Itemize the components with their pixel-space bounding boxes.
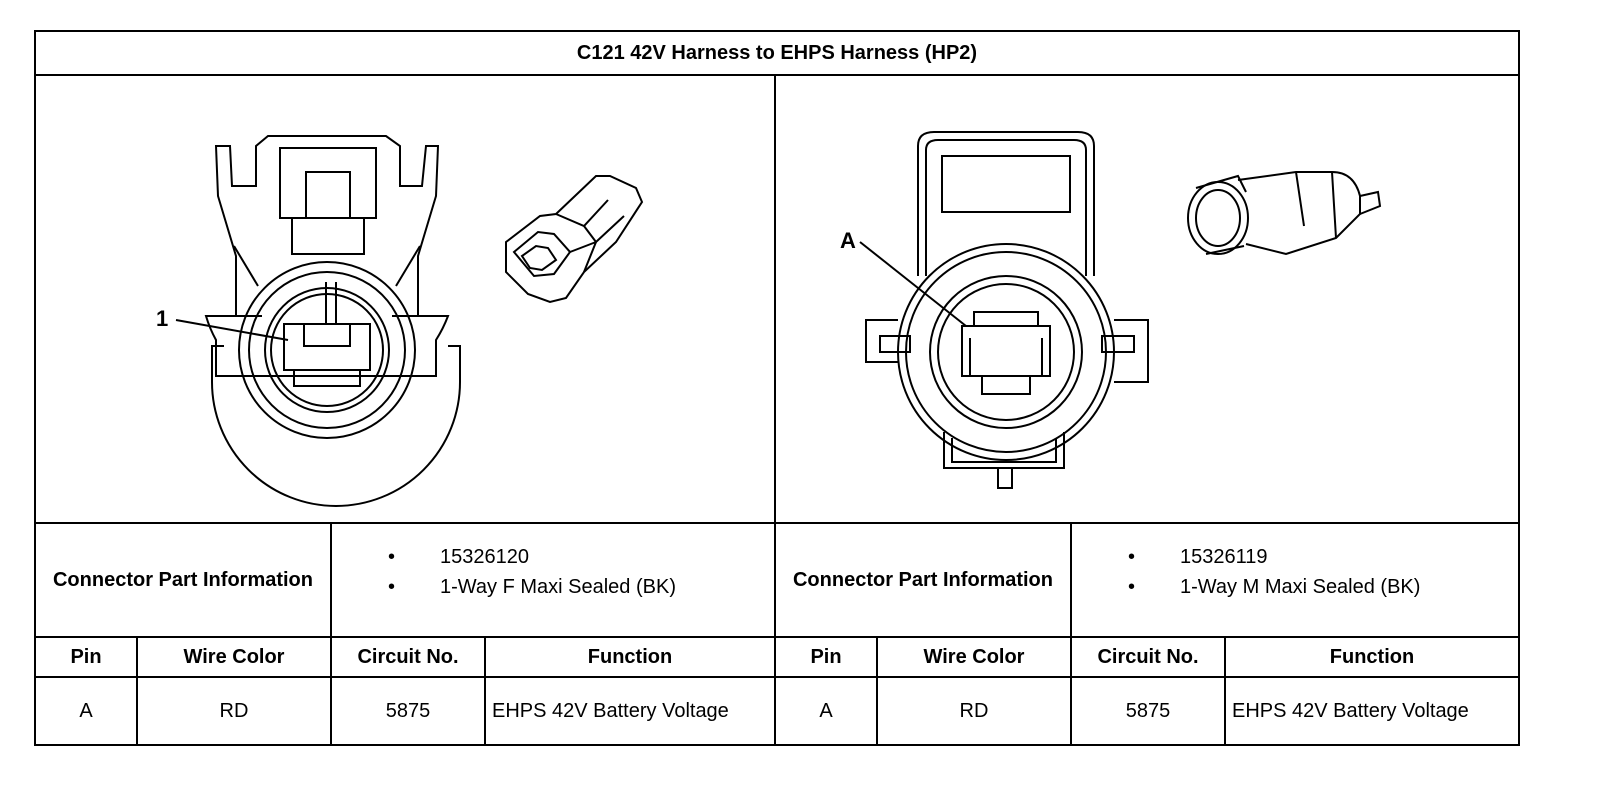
male-callout-line bbox=[859, 241, 967, 327]
male-iso-view bbox=[1187, 171, 1382, 256]
right-connector-pane: A bbox=[776, 76, 1518, 522]
right-pin: A bbox=[776, 678, 878, 744]
left-header-wire: Wire Color bbox=[138, 638, 332, 676]
pinout-header-row: Pin Wire Color Circuit No. Function Pin … bbox=[36, 636, 1518, 676]
female-latch bbox=[279, 147, 377, 219]
left-connector-pane: 1 bbox=[36, 76, 776, 522]
connector-frame: C121 42V Harness to EHPS Harness (HP2) bbox=[34, 30, 1520, 746]
female-ring-outer bbox=[238, 261, 416, 439]
table-row: A RD 5875 EHPS 42V Battery Voltage A RD … bbox=[36, 676, 1518, 744]
female-connector-drawing: 1 bbox=[156, 135, 644, 507]
male-connector-drawing: A bbox=[840, 131, 1382, 489]
right-circuit-no: 5875 bbox=[1072, 678, 1226, 744]
right-connector-label: Connector Part Information bbox=[776, 524, 1072, 636]
left-part-info: 15326120 1-Way F Maxi Sealed (BK) bbox=[332, 524, 776, 636]
left-pin: A bbox=[36, 678, 138, 744]
female-outer-shell bbox=[204, 135, 450, 377]
female-lower-arc bbox=[211, 345, 461, 507]
right-part-type: 1-Way M Maxi Sealed (BK) bbox=[1128, 572, 1420, 602]
left-function: EHPS 42V Battery Voltage bbox=[486, 678, 776, 744]
left-circuit-no: 5875 bbox=[332, 678, 486, 744]
male-terminal bbox=[961, 325, 1051, 377]
right-header-function: Function bbox=[1329, 645, 1415, 668]
page-title: C121 42V Harness to EHPS Harness (HP2) bbox=[36, 32, 1518, 76]
right-header-wire: Wire Color bbox=[878, 638, 1072, 676]
right-header-pin: Pin bbox=[776, 638, 878, 676]
male-left-latch bbox=[865, 319, 911, 363]
male-right-latch bbox=[1101, 319, 1149, 383]
left-part-number: 15326120 bbox=[388, 542, 676, 572]
left-part-type: 1-Way F Maxi Sealed (BK) bbox=[388, 572, 676, 602]
female-iso-view bbox=[505, 175, 644, 304]
right-function: EHPS 42V Battery Voltage bbox=[1232, 700, 1469, 722]
left-header-circuit: Circuit No. bbox=[332, 638, 486, 676]
left-header-pin: Pin bbox=[36, 638, 138, 676]
female-callout-label: 1 bbox=[156, 306, 168, 331]
male-bottom-lock bbox=[943, 432, 1065, 469]
left-connector-label: Connector Part Information bbox=[36, 524, 332, 636]
left-header-function: Function bbox=[486, 638, 776, 676]
male-top-tab bbox=[917, 131, 1095, 276]
connector-info-row: Connector Part Information 15326120 1-Wa… bbox=[36, 522, 1518, 636]
male-callout-label: A bbox=[840, 228, 856, 253]
female-callout-line bbox=[175, 319, 289, 341]
right-wire-color: RD bbox=[878, 678, 1072, 744]
left-wire-color: RD bbox=[138, 678, 332, 744]
right-part-info: 15326119 1-Way M Maxi Sealed (BK) bbox=[1072, 524, 1518, 636]
right-part-number: 15326119 bbox=[1128, 542, 1420, 572]
right-header-circuit: Circuit No. bbox=[1072, 638, 1226, 676]
male-ring-inner bbox=[929, 275, 1083, 429]
